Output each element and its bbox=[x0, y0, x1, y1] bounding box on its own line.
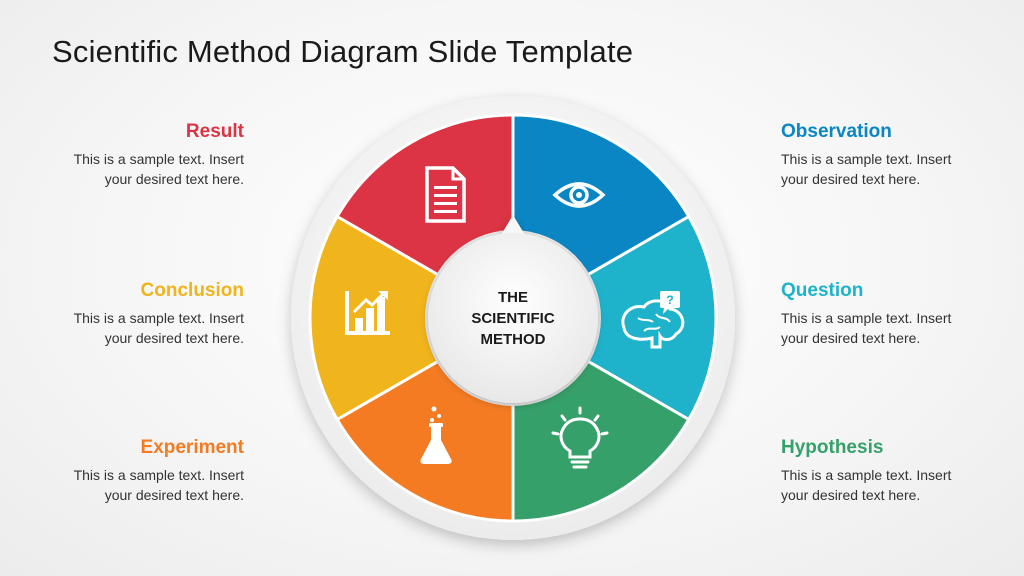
step-hypothesis-text-line2: your desired text here. bbox=[781, 487, 921, 503]
svg-text:?: ? bbox=[666, 293, 673, 307]
step-observation-block: Observation This is a sample text. Inser… bbox=[781, 120, 991, 189]
step-hypothesis-text-line1: This is a sample text. Insert bbox=[781, 467, 952, 483]
slide-title: Scientific Method Diagram Slide Template bbox=[52, 34, 634, 69]
center-label-line2: SCIENTIFIC bbox=[471, 310, 555, 327]
step-conclusion-block: Conclusion This is a sample text. Insert… bbox=[34, 279, 244, 348]
step-experiment-text-line2: your desired text here. bbox=[104, 487, 244, 503]
center-label-line3: METHOD bbox=[481, 331, 546, 348]
center-label-line1: THE bbox=[498, 289, 528, 306]
step-conclusion-text-line2: your desired text here. bbox=[104, 330, 244, 346]
step-question-text-line2: your desired text here. bbox=[781, 330, 921, 346]
step-hypothesis-heading: Hypothesis bbox=[781, 437, 884, 458]
step-hypothesis-block: Hypothesis This is a sample text. Insert… bbox=[781, 436, 991, 505]
eye-icon bbox=[552, 182, 606, 208]
step-result-block: Result This is a sample text. Insert your… bbox=[34, 120, 244, 189]
step-conclusion-text-line1: This is a sample text. Insert bbox=[73, 310, 244, 326]
bar-chart-icon bbox=[345, 291, 390, 335]
segment-question[interactable] bbox=[510, 214, 718, 422]
brain-question-icon: ? bbox=[621, 291, 685, 349]
flask-icon bbox=[420, 406, 452, 464]
center-hub bbox=[428, 233, 598, 403]
step-experiment-text-line1: This is a sample text. Insert bbox=[73, 467, 244, 483]
lightbulb-icon bbox=[551, 406, 609, 469]
step-observation-heading: Observation bbox=[781, 121, 892, 142]
step-question-block: Question This is a sample text. Insert yo… bbox=[781, 279, 991, 348]
step-conclusion-heading: Conclusion bbox=[140, 280, 244, 301]
document-icon bbox=[425, 166, 466, 223]
step-observation-text-line2: your desired text here. bbox=[781, 171, 921, 187]
hub-pointer-group bbox=[428, 215, 598, 403]
step-experiment-heading: Experiment bbox=[140, 437, 244, 458]
segment-conclusion[interactable] bbox=[308, 214, 516, 422]
step-question-text-line1: This is a sample text. Insert bbox=[781, 310, 952, 326]
step-experiment-block: Experiment This is a sample text. Insert… bbox=[34, 436, 244, 505]
hub-pointer bbox=[501, 215, 525, 235]
step-result-text-line2: your desired text here. bbox=[104, 171, 244, 187]
step-result-heading: Result bbox=[185, 121, 244, 142]
step-observation-text-line1: This is a sample text. Insert bbox=[781, 151, 952, 167]
step-result-text-line1: This is a sample text. Insert bbox=[73, 151, 244, 167]
step-question-heading: Question bbox=[781, 280, 864, 301]
